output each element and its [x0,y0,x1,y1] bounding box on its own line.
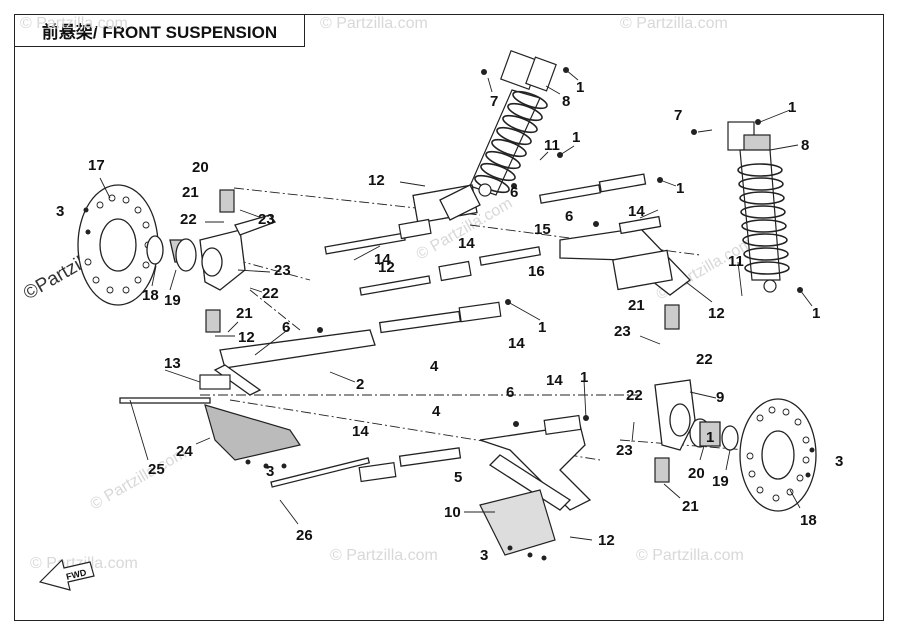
fwd-label: FWD [65,567,88,582]
callout-8: 8 [801,137,809,154]
callout-1: 1 [812,305,820,322]
callout-21: 21 [236,305,253,322]
callout-10: 10 [444,504,461,521]
callout-6: 6 [506,384,514,401]
callout-12: 12 [708,305,725,322]
callout-2: 2 [356,376,364,393]
skid-plate-lower [479,489,556,556]
callout-14: 14 [352,423,369,440]
wheel-bearings [146,235,739,451]
callout-1: 1 [576,79,584,96]
callout-23: 23 [274,262,291,279]
steering-knuckle-left [199,214,277,291]
watermark: © Partzilla.com [88,445,190,514]
callout-labels: 1 1 1 1 1 1 1 1 2 3 3 3 3 4 4 5 6 6 6 6 … [56,79,843,564]
callout-22: 21 [182,184,199,201]
callout-1: 1 [538,319,546,336]
callout-17: 16 [528,263,545,280]
callout-1: 1 [676,180,684,197]
callout-18: 17 [88,157,105,174]
callout-12: 12 [368,172,385,189]
diagram-title: 前悬架/ FRONT SUSPENSION [15,15,305,47]
upper-a-arm-left [213,184,481,396]
callout-7: 7 [674,107,682,124]
bushings [199,218,582,483]
shock-absorber-left [469,50,557,197]
skid-plate-upper [204,404,301,461]
callout-3: 3 [56,203,64,220]
callout-23: 23 [616,442,633,459]
callout-11: 11 [728,253,744,270]
callout-1: 1 [580,369,588,386]
callout-26: 25 [148,461,165,478]
callout-20: 20 [688,465,705,482]
callout-9: 9 [716,389,724,406]
callout-14: 14 [546,372,563,389]
callout-15: 14 [458,235,475,252]
watermark: © Partzilla.com [636,547,744,564]
callout-1: 1 [572,129,580,146]
callout-21: 20 [192,159,209,176]
callout-22: 22 [696,351,713,368]
diagram-frame: 前悬架/ FRONT SUSPENSION [14,14,884,621]
callout-7: 7 [490,93,498,110]
watermark: © Partzilla.com [330,547,438,564]
watermark: © Partzilla.com [20,15,128,32]
callout-6: 6 [565,208,573,225]
callout-20: 19 [164,292,181,309]
callout-8: 8 [562,93,570,110]
callout-23: 22 [180,211,197,228]
assembly-lines [200,187,811,461]
callout-19: 19 [712,473,729,490]
callout-6: 6 [282,319,290,336]
brake-disc-left [77,184,159,306]
callout-14: 13 [164,355,181,372]
callout-12: 12 [238,329,255,346]
callout-1: 1 [706,429,714,446]
callout-14: 14 [374,251,391,268]
callout-4: 4 [432,403,441,420]
callout-21: 21 [682,498,699,515]
callout-18: 18 [800,512,817,529]
watermark: © Partzilla.com [620,15,728,32]
callout-4: 4 [430,358,439,375]
callout-22: 22 [626,387,643,404]
pivot-shafts [119,173,662,488]
callout-11: 11 [544,137,560,154]
callout-21: 21 [628,297,645,314]
callout-14: 14 [508,335,525,352]
callout-22: 22 [262,285,279,302]
upper-a-arm-right [559,227,691,296]
callout-3: 3 [480,547,488,564]
ball-joints [205,189,680,483]
leader-lines [99,69,813,541]
callout-3: 3 [835,453,843,470]
fwd-arrow: FWD [38,558,95,591]
callout-5: 5 [454,469,462,486]
callout-24: 23 [258,211,275,228]
callout-14: 14 [628,203,645,220]
callout-6: 6 [510,184,518,201]
callout-1: 1 [788,99,796,116]
callout-3: 3 [266,463,274,480]
callout-16: 15 [534,221,551,238]
callout-25: 24 [176,443,193,460]
callout-26: 26 [296,527,313,544]
steering-knuckle-right [654,379,696,451]
callout-23: 23 [614,323,631,340]
callout-12: 12 [598,532,615,549]
fasteners [83,67,815,561]
shock-absorber-right [727,121,790,293]
callout-19: 18 [142,287,159,304]
watermark: © Partzilla.com [320,15,428,32]
callout-13: 12 [378,259,395,276]
brake-disc-right [739,398,817,512]
